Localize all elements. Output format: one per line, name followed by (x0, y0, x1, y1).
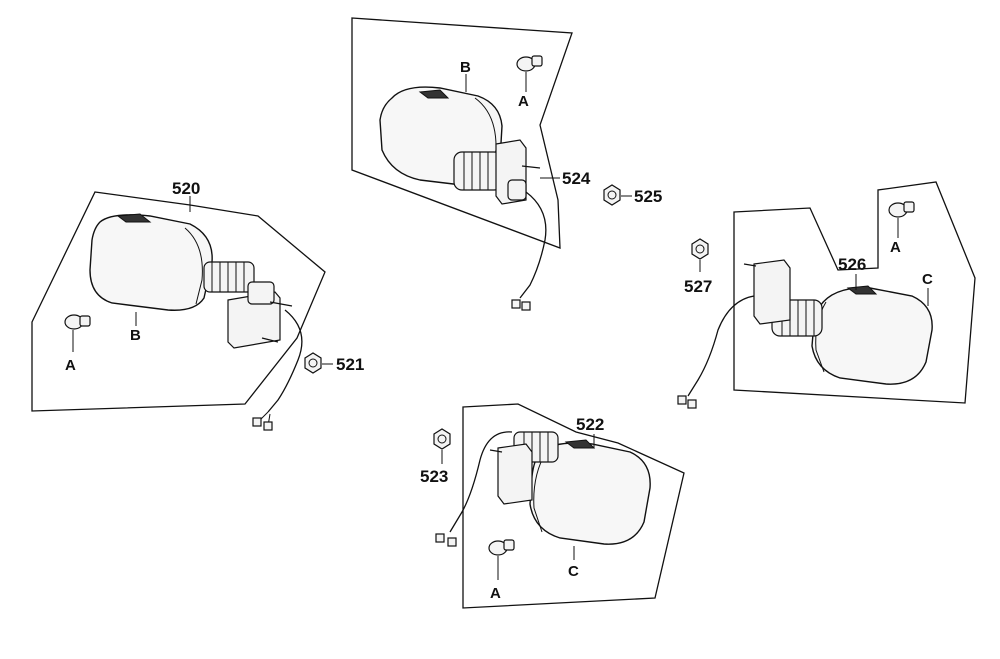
lamp-wire (519, 191, 547, 299)
lamp-wire (449, 431, 513, 533)
assembly-520: 520 B A 521 (31, 179, 364, 431)
ref-label-b: B (130, 327, 141, 344)
lamp-highlight (846, 285, 878, 295)
lamp-wire (687, 295, 755, 397)
nut-icon (603, 184, 621, 206)
assembly-526: 526 A C 527 (677, 181, 976, 409)
part-label-521: 521 (336, 355, 364, 374)
assembly-frame (31, 191, 326, 412)
part-label-522: 522 (576, 415, 604, 434)
bulb-icon (516, 55, 543, 72)
assembly-frame (733, 181, 976, 404)
mounting-bracket (743, 259, 791, 325)
bulb-icon (888, 201, 915, 218)
lamp-rim (184, 227, 203, 305)
part-label-520: 520 (172, 179, 200, 198)
connector-pin (252, 417, 262, 427)
part-label-527: 527 (684, 277, 712, 296)
ref-label-c: C (568, 563, 579, 580)
connector-pin (435, 533, 445, 543)
lamp-lens (811, 287, 933, 385)
part-label-525: 525 (634, 187, 662, 206)
connector-pin (521, 301, 531, 311)
assembly-522: 522 523 C A (420, 403, 685, 609)
ref-label-a: A (890, 239, 901, 256)
part-label-523: 523 (420, 467, 448, 486)
nut-icon (691, 238, 709, 260)
ref-label-a: A (518, 93, 529, 110)
mounting-bracket (489, 443, 533, 505)
lamp-highlight (418, 89, 450, 99)
lamp-lens (89, 214, 213, 311)
connector-pin (687, 399, 697, 409)
assembly-524: B A 524 525 (351, 17, 662, 311)
ref-label-b: B (460, 59, 471, 76)
lamp-highlight (116, 213, 152, 223)
nut-icon (304, 352, 322, 374)
lamp-neck (453, 151, 503, 191)
bulb-icon (64, 314, 91, 330)
connector-pin (677, 395, 687, 405)
bulb-icon (488, 539, 515, 556)
assembly-frame (351, 17, 573, 249)
mounting-bracket (227, 281, 293, 349)
connector-pin (447, 537, 457, 547)
mounting-bracket (495, 139, 541, 205)
nut-icon (433, 428, 451, 450)
part-label-524: 524 (562, 169, 591, 188)
assembly-frame (462, 403, 685, 609)
ref-label-a: A (65, 357, 76, 374)
ref-label-c: C (922, 271, 933, 288)
lamp-wire (267, 309, 303, 413)
ref-label-a: A (490, 585, 501, 602)
lamp-neck (203, 261, 255, 293)
connector-pin (511, 299, 521, 309)
connector-pin (263, 421, 273, 431)
part-label-526: 526 (838, 255, 866, 274)
